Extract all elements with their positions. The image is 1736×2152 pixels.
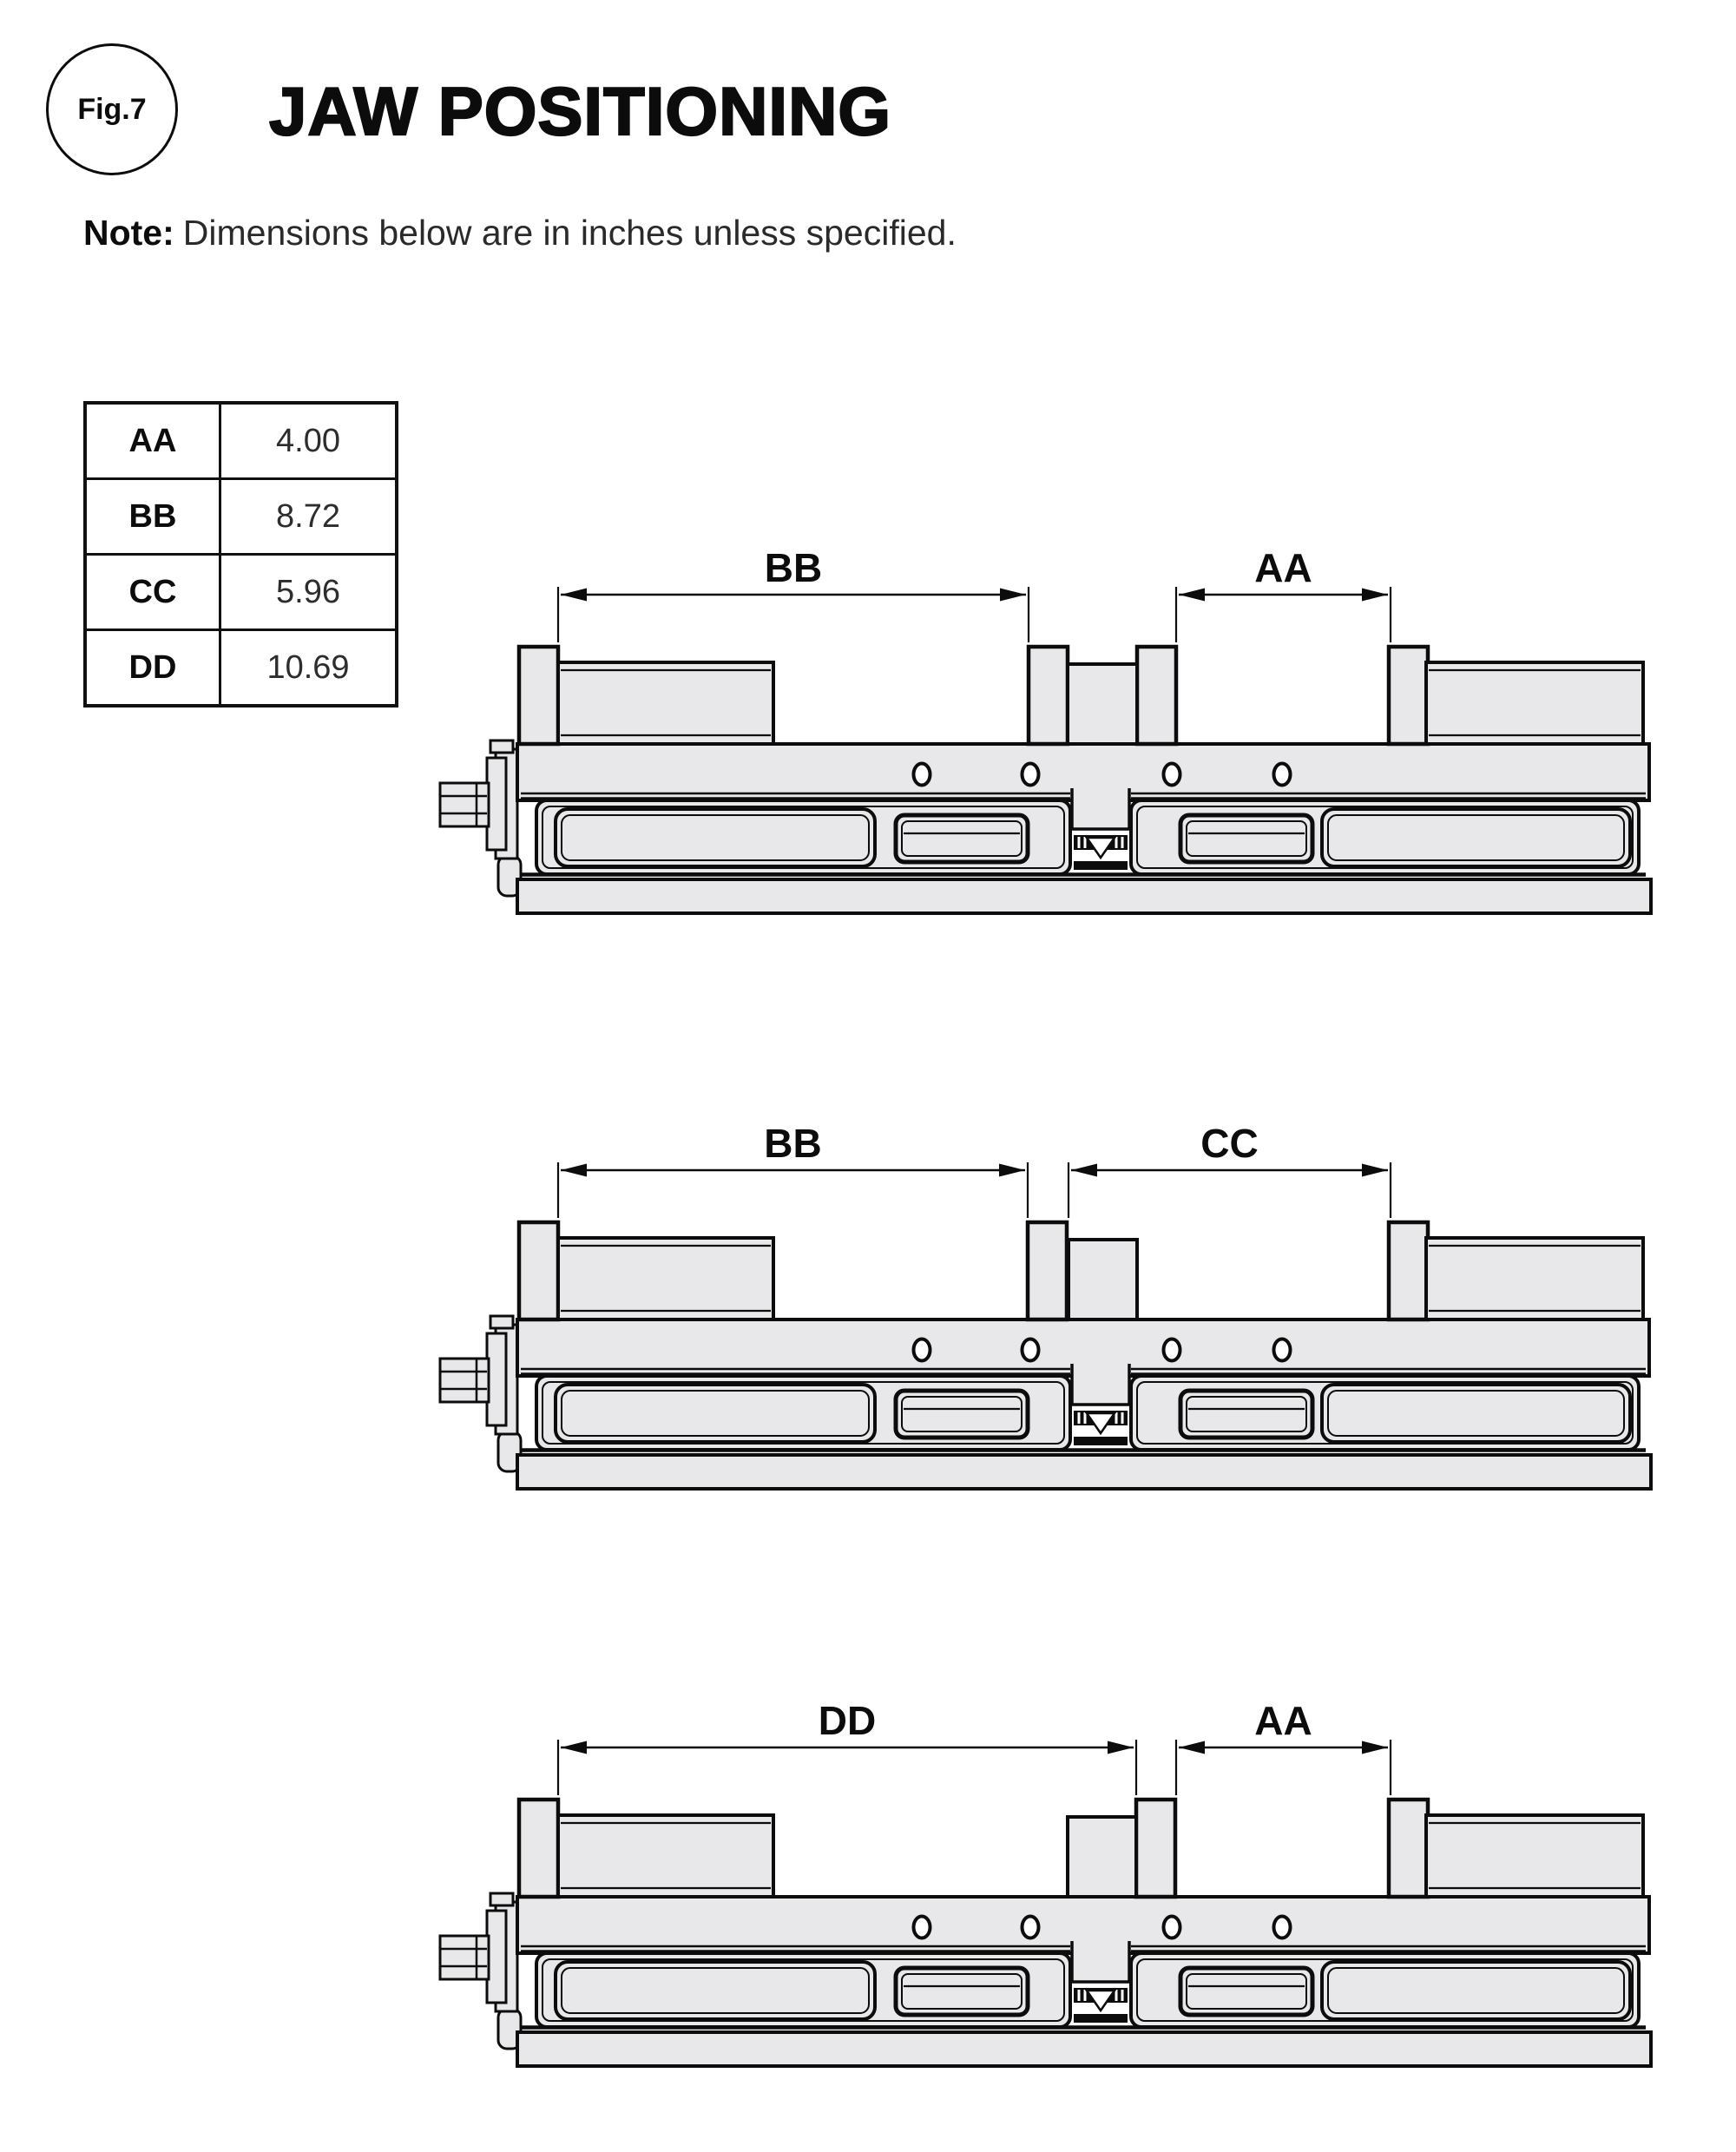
mounting-hole: [1272, 761, 1292, 787]
note-label: Note:: [83, 213, 174, 253]
dim-label: BB: [764, 1122, 821, 1166]
dim-label: CC: [1200, 1122, 1258, 1166]
mounting-hole: [911, 761, 932, 787]
dimension-left: BB: [556, 1122, 1029, 1218]
mounting-hole: [1161, 761, 1182, 787]
note-text: Dimensions below are in inches unless sp…: [182, 213, 957, 253]
mounting-hole: [1272, 1914, 1292, 1940]
mounting-hole: [1020, 1914, 1041, 1940]
dim-key: AA: [83, 401, 221, 480]
pointer-arrow-icon: [1084, 1989, 1117, 2013]
page-title: JAW POSITIONING: [268, 72, 892, 150]
dim-label: BB: [765, 547, 822, 590]
vise-body: [438, 644, 1653, 915]
center-screw-indicator: [1074, 1988, 1128, 2023]
mounting-hole: [1020, 1337, 1041, 1363]
vise-body: [438, 1797, 1653, 2068]
dim-key: CC: [83, 553, 221, 631]
dim-label: AA: [1254, 1700, 1312, 1743]
dim-key: DD: [83, 628, 221, 707]
dim-key: BB: [83, 477, 221, 556]
dimension-right: AA: [1174, 547, 1392, 642]
pointer-arrow-icon: [1084, 836, 1117, 860]
center-screw-indicator: [1074, 1411, 1128, 1445]
mounting-hole: [1161, 1337, 1182, 1363]
dim-value: 4.00: [219, 401, 398, 480]
dim-label: DD: [819, 1700, 876, 1743]
dimension-left: DD: [556, 1700, 1138, 1795]
dim-value: 8.72: [219, 477, 398, 556]
mounting-hole: [1161, 1914, 1182, 1940]
dimension-left: BB: [556, 547, 1030, 642]
dimension-right: AA: [1174, 1700, 1392, 1795]
vise-diagram-bb-cc: BB CC: [438, 1122, 1653, 1491]
figure-badge: Fig.7: [46, 43, 178, 175]
center-screw-indicator: [1074, 835, 1128, 870]
mounting-hole: [911, 1914, 932, 1940]
pointer-arrow-icon: [1084, 1412, 1117, 1436]
dim-value: 10.69: [219, 628, 398, 707]
mounting-hole: [911, 1337, 932, 1363]
vise-diagram-bb-aa: BB AA: [438, 547, 1653, 915]
mounting-hole: [1020, 761, 1041, 787]
mounting-hole: [1272, 1337, 1292, 1363]
figure-label: Fig.7: [77, 92, 147, 126]
dim-label: AA: [1254, 547, 1312, 590]
dimension-right: CC: [1067, 1122, 1392, 1218]
vise-diagram-dd-aa: DD AA: [438, 1700, 1653, 2068]
note: Note:Dimensions below are in inches unle…: [83, 213, 957, 253]
dim-value: 5.96: [219, 553, 398, 631]
vise-body: [438, 1220, 1653, 1491]
